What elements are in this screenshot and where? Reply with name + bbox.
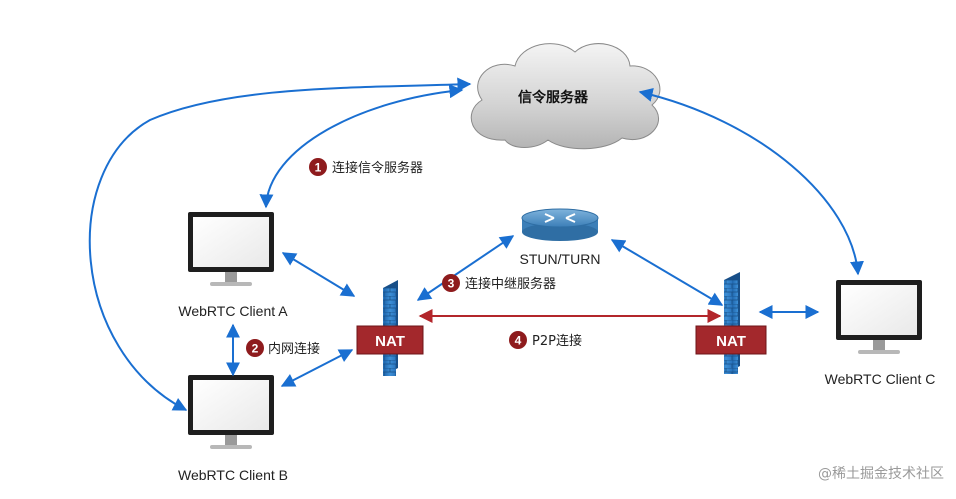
step-1-number: 1 [315, 161, 322, 175]
signaling-server-cloud: 信令服务器 [470, 43, 661, 150]
step-4: 4 P2P连接 [509, 331, 582, 349]
arrow-client-a-nat [281, 252, 356, 297]
right-firewall [724, 272, 740, 374]
step-1: 1 连接信令服务器 [309, 158, 423, 176]
right-nat-box: NAT [695, 325, 767, 355]
client-a-computer [188, 212, 274, 286]
arrow-client-c-signaling [638, 88, 864, 276]
signaling-server-label: 信令服务器 [518, 89, 589, 106]
step-4-label: P2P连接 [532, 333, 582, 349]
arrow-nat-stun-right [610, 239, 724, 306]
arrow-client-a-signaling [259, 84, 464, 209]
step-2-label: 内网连接 [268, 341, 320, 357]
stun-turn-router: STUN/TURN [520, 208, 601, 267]
step-4-badge [509, 331, 527, 349]
right-nat-label: NAT [716, 333, 746, 350]
watermark: @稀土掘金技术社区 [818, 466, 944, 482]
arrow-nat-stun-left [416, 235, 515, 301]
step-3-badge [442, 274, 460, 292]
step-4-number: 4 [515, 334, 522, 348]
left-nat-box: NAT [356, 325, 424, 355]
step-1-badge [309, 158, 327, 176]
step-3: 3 连接中继服务器 [442, 274, 556, 292]
arrow-client-b-signaling [88, 77, 472, 411]
client-b-computer [188, 375, 274, 449]
client-c-computer [836, 280, 922, 354]
client-b-label: WebRTC Client B [178, 467, 288, 483]
arrow-client-b-nat [280, 349, 354, 387]
step-3-number: 3 [448, 277, 455, 291]
step-2: 2 内网连接 [246, 339, 320, 357]
step-2-number: 2 [252, 342, 259, 356]
stun-turn-label: STUN/TURN [520, 251, 601, 267]
step-2-badge [246, 339, 264, 357]
left-nat-label: NAT [375, 333, 405, 350]
connection-arrows [88, 77, 864, 411]
client-a-label: WebRTC Client A [178, 303, 288, 319]
client-c-label: WebRTC Client C [825, 371, 936, 387]
step-1-label: 连接信令服务器 [332, 160, 423, 176]
step-3-label: 连接中继服务器 [465, 276, 556, 292]
